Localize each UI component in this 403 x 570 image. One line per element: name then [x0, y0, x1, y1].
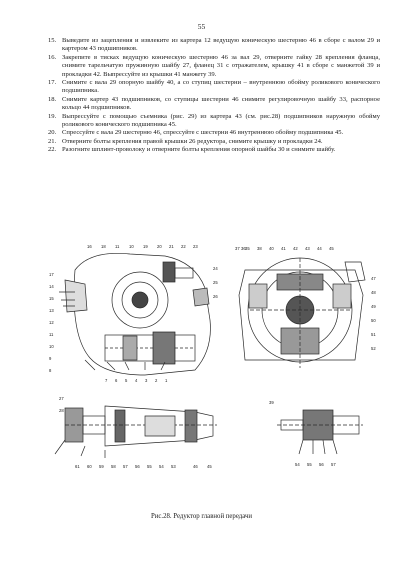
callout-label: 55: [307, 462, 312, 467]
callout-label: 55: [147, 464, 152, 469]
callout-label: 56: [319, 462, 324, 467]
callout-label: 57: [331, 462, 336, 467]
callout-label: 14: [49, 284, 54, 289]
callout-label: 2: [155, 378, 158, 383]
callout-label: 40: [269, 246, 274, 251]
step-number: 20.: [48, 129, 57, 137]
step-text: Закрепите в тисках ведущую коническую ше…: [62, 53, 380, 78]
callout-label: 57: [123, 464, 128, 469]
callout-label: 11: [49, 332, 54, 337]
callout-label: 44: [317, 246, 322, 251]
step-text: Выпрессуйте с помощью съемника (рис. 29)…: [62, 112, 380, 129]
callout-label: 23: [193, 244, 198, 249]
step-item: 18. Снимите картер 43 подшипников, со сту…: [48, 96, 380, 113]
step-number: 21.: [48, 137, 57, 145]
step-text: Выведите из зацепления и извлеките из ка…: [62, 37, 380, 53]
callout-label: 18: [101, 244, 106, 249]
callout-label: 9: [49, 356, 52, 361]
instruction-list: 15. Выведите из зацепления и извлеките из…: [48, 37, 380, 155]
left-section-view: [59, 253, 211, 376]
callout-label: 5: [125, 378, 128, 383]
step-text: Разогните шплинт-проволоку и отверните б…: [62, 146, 336, 154]
callout-label: 52: [371, 346, 376, 351]
callout-label: 60: [87, 464, 92, 469]
figure-caption: Рис.28. Редуктор главной передачи: [150, 513, 253, 520]
callout-label: 16: [87, 244, 92, 249]
callout-label: 27: [59, 396, 64, 401]
step-item: 16. Закрепите в тисках ведущую коническую…: [48, 54, 380, 79]
detail-view: [277, 409, 363, 455]
callout-label: 17: [49, 272, 54, 277]
callout-label: 15: [49, 296, 54, 301]
callout-label: 20: [157, 244, 162, 249]
callout-label: 61: [75, 464, 80, 469]
step-number: 16.: [48, 53, 57, 61]
callout-label: 58: [111, 464, 116, 469]
callout-label: 8: [49, 368, 52, 373]
callout-label: 19: [143, 244, 148, 249]
callout-label: 46: [193, 464, 198, 469]
callout-label: 7: [105, 378, 108, 383]
callout-label: 6: [115, 378, 118, 383]
callout-label: 10: [129, 244, 134, 249]
callout-label: 11: [115, 244, 120, 249]
callout-label: 12: [49, 320, 54, 325]
step-text: Спрессуйте с вала 29 шестерню 46, спресс…: [62, 129, 344, 137]
callout-label: 1: [165, 378, 168, 383]
right-section-view: [238, 257, 366, 368]
step-text: Снимите картер 43 подшипников, со ступиц…: [62, 95, 380, 112]
step-item: 20. Спрессуйте с вала 29 шестерню 46, спр…: [48, 129, 380, 137]
step-text: Снимите с вала 29 опорную шайбу 40, а со…: [62, 79, 380, 95]
step-item: 19. Выпрессуйте с помощью съемника (рис. …: [48, 113, 380, 130]
callout-label: 51: [371, 332, 376, 337]
step-number: 17.: [48, 79, 57, 87]
callout-label: 3: [145, 378, 148, 383]
callout-label: 48: [371, 290, 376, 295]
callout-label: 59: [99, 464, 104, 469]
page-number: 55: [197, 22, 206, 31]
callout-label: 53: [171, 464, 176, 469]
callout-label: 37: [235, 246, 240, 251]
callout-label: 43: [305, 246, 310, 251]
gearbox-technical-drawing: 16 18 11 10 19 20 21 22 23 35 38 40 41 4…: [49, 244, 376, 469]
step-item: 21. Отверните болты крепления правой крыш…: [48, 138, 380, 146]
step-item: 17. Снимите с вала 29 опорную шайбу 40, а…: [48, 79, 380, 96]
step-item: 15. Выведите из зацепления и извлеките из…: [48, 37, 380, 54]
callout-label: 21: [169, 244, 174, 249]
callout-label: 50: [371, 318, 376, 323]
step-text: Отверните болты крепления правой крышки …: [62, 137, 323, 145]
callout-label: 13: [49, 308, 54, 313]
step-number: 18.: [48, 95, 57, 103]
callout-label: 35: [245, 246, 250, 251]
callout-label: 26: [213, 294, 218, 299]
step-number: 15.: [48, 37, 57, 44]
callout-label: 47: [371, 276, 376, 281]
callout-label: 22: [181, 244, 186, 249]
callout-label: 25: [213, 280, 218, 285]
callout-labels: 16 18 11 10 19 20 21 22 23 35 38 40 41 4…: [49, 244, 376, 469]
callout-label: 24: [213, 266, 218, 271]
callout-label: 39: [269, 400, 274, 405]
callout-label: 54: [159, 464, 164, 469]
callout-label: 38: [257, 246, 262, 251]
step-number: 19.: [48, 112, 57, 120]
callout-label: 36: [241, 246, 246, 251]
callout-label: 54: [295, 462, 300, 467]
callout-label: 41: [281, 246, 286, 251]
callout-label: 45: [329, 246, 334, 251]
callout-label: 45: [207, 464, 212, 469]
shaft-assembly-view: [54, 405, 217, 458]
step-item: 22. Разогните шплинт-проволоку и отвернит…: [48, 146, 380, 154]
callout-label: 56: [135, 464, 140, 469]
callout-label: 42: [293, 246, 298, 251]
step-number: 22.: [48, 146, 57, 154]
callout-label: 28: [59, 408, 64, 413]
callout-label: 49: [371, 304, 376, 309]
callout-label: 10: [49, 344, 54, 349]
callout-label: 4: [135, 378, 138, 383]
